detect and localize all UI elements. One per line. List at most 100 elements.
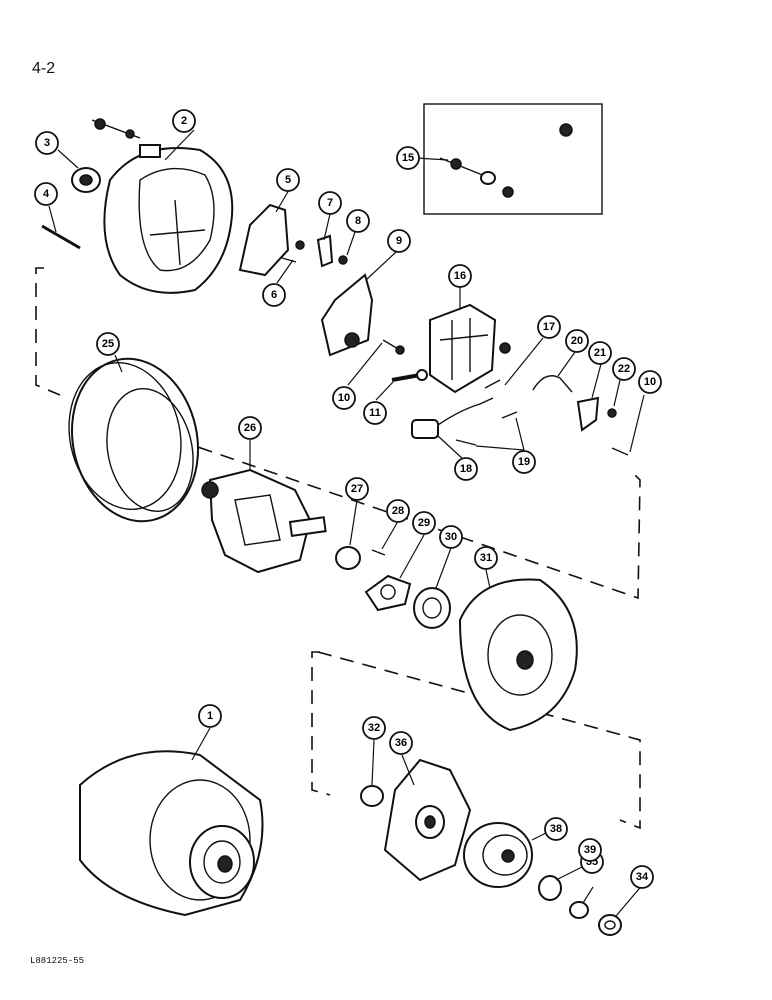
brush-holder: [320, 273, 374, 357]
svg-text:32: 32: [368, 722, 380, 734]
svg-text:6: 6: [271, 289, 277, 301]
callout-34: 34: [630, 865, 654, 889]
nut: [295, 240, 305, 250]
svg-text:39: 39: [584, 844, 596, 856]
svg-text:2: 2: [181, 115, 187, 127]
svg-text:5: 5: [285, 174, 291, 186]
kit-box: [423, 103, 603, 215]
capacitor: [411, 397, 494, 439]
figure-code: L881225-55: [30, 956, 85, 966]
leader-lines: [48, 129, 645, 917]
clip: [316, 234, 334, 268]
terminal-wire: [532, 375, 573, 393]
callout-16: 16: [448, 264, 472, 288]
svg-text:26: 26: [244, 422, 256, 434]
callout-7: 7: [318, 191, 342, 215]
washer-22: [607, 408, 617, 418]
callout-26: 26: [238, 416, 262, 440]
svg-text:27: 27: [351, 483, 363, 495]
callout-19: 19: [512, 450, 536, 474]
callout-25: 25: [96, 332, 120, 356]
lock-washer: [569, 901, 589, 919]
pulley: [463, 822, 533, 888]
callout-9: 9: [387, 229, 411, 253]
rectifier-bridge: [429, 303, 497, 394]
svg-text:1: 1: [207, 710, 213, 722]
spacer: [360, 785, 384, 807]
svg-text:20: 20: [571, 335, 583, 347]
svg-text:19: 19: [518, 456, 530, 468]
svg-text:10: 10: [644, 376, 656, 388]
callout-30: 30: [439, 525, 463, 549]
callout-27: 27: [345, 477, 369, 501]
callout-18: 18: [454, 457, 478, 481]
callout-17: 17: [537, 315, 561, 339]
callout-6: 6: [262, 283, 286, 307]
nut-8: [338, 255, 348, 265]
terminal: [576, 396, 600, 432]
bushing: [71, 167, 101, 193]
callout-10-left: 10: [332, 386, 356, 410]
svg-text:16: 16: [454, 270, 466, 282]
svg-text:38: 38: [550, 823, 562, 835]
callout-1: 1: [198, 704, 222, 728]
callout-3: 3: [35, 131, 59, 155]
svg-text:29: 29: [418, 517, 430, 529]
callout-28: 28: [386, 499, 410, 523]
svg-text:8: 8: [355, 215, 361, 227]
pulley-nut: [598, 914, 622, 936]
bearing-sleeve: [335, 546, 361, 570]
callout-29: 29: [412, 511, 436, 535]
callout-38: 38: [544, 817, 568, 841]
svg-text:36: 36: [395, 737, 407, 749]
svg-text:11: 11: [369, 407, 381, 419]
svg-text:34: 34: [636, 871, 649, 883]
screw-11: [391, 373, 421, 382]
callout-5: 5: [276, 168, 300, 192]
rotor: [201, 468, 327, 574]
svg-text:7: 7: [327, 197, 333, 209]
callout-32: 32: [362, 716, 386, 740]
page-number: 4-2: [32, 60, 56, 77]
callout-10-right: 10: [638, 370, 662, 394]
callout-31: 31: [474, 546, 498, 570]
svg-text:22: 22: [618, 363, 630, 375]
callout-36: 36: [389, 731, 413, 755]
svg-text:31: 31: [480, 552, 492, 564]
callout-11: 11: [363, 401, 387, 425]
callout-4: 4: [34, 182, 58, 206]
bearing: [413, 587, 451, 629]
housing-bolt: [91, 118, 141, 139]
svg-text:9: 9: [396, 235, 402, 247]
svg-text:30: 30: [445, 531, 457, 543]
svg-text:3: 3: [44, 137, 50, 149]
long-bolt: [41, 224, 81, 250]
callout-20: 20: [565, 329, 589, 353]
drive-end-housing: [458, 578, 578, 732]
callout-15: 15: [396, 146, 420, 170]
alternator-assembly: [79, 750, 264, 917]
svg-text:10: 10: [338, 392, 350, 404]
svg-text:15: 15: [402, 152, 414, 164]
retainer-plate: [364, 574, 412, 612]
pulley-spacer: [538, 875, 562, 901]
kit-15-contents: [439, 123, 573, 198]
svg-text:4: 4: [43, 188, 50, 200]
callout-39: 39: [578, 838, 602, 862]
callout-22: 22: [612, 357, 636, 381]
fan: [383, 758, 472, 882]
callout-2: 2: [172, 109, 196, 133]
bracket: [238, 203, 290, 277]
callout-8: 8: [346, 209, 370, 233]
callout-21: 21: [588, 341, 612, 365]
nut-16: [499, 342, 511, 354]
rear-housing: [103, 144, 234, 294]
dashed-outline-upper: [35, 267, 641, 600]
stator: [68, 357, 199, 523]
svg-text:28: 28: [392, 505, 404, 517]
svg-text:18: 18: [460, 463, 472, 475]
svg-text:25: 25: [102, 338, 114, 350]
svg-text:21: 21: [594, 347, 606, 359]
svg-text:17: 17: [543, 321, 555, 333]
